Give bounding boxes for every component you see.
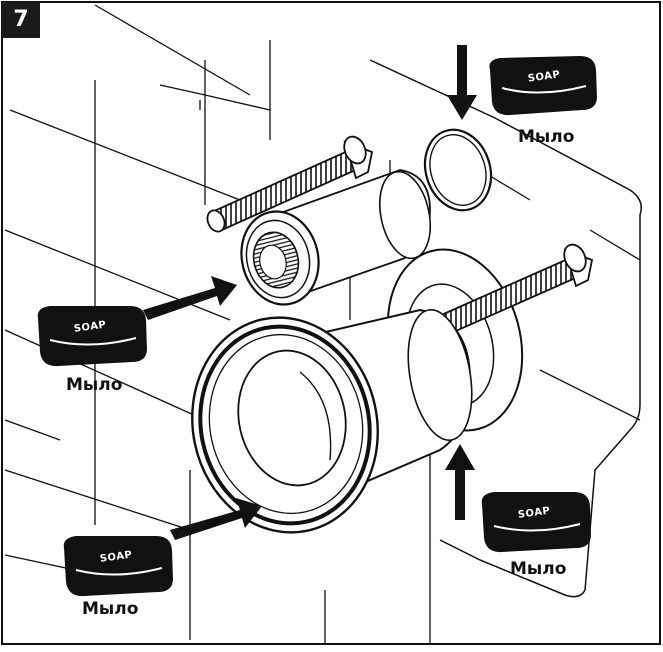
wall-plate-outline: [369, 59, 642, 598]
svg-text:SOAP: SOAP: [527, 69, 561, 84]
push-arrow-icon: [447, 45, 477, 120]
threaded-sleeve: [240, 169, 431, 306]
push-arrow-icon: [445, 444, 475, 520]
soap-callout-top-right: SOAP Мыло: [489, 56, 597, 147]
soap-bar-icon: SOAP: [489, 56, 597, 116]
soap-label: Мыло: [518, 127, 574, 147]
soap-label: Мыло: [510, 559, 566, 579]
soap-callout-bottom-left: SOAP Мыло: [63, 536, 173, 619]
main-pipe: [191, 308, 473, 534]
push-arrow-icon: [143, 276, 237, 320]
step-number-badge: 7: [2, 2, 40, 38]
soap-callout-left-middle: SOAP Мыло: [37, 306, 147, 395]
upper-screw: [206, 135, 374, 233]
push-arrow-icon: [170, 498, 262, 540]
soap-bar-icon: SOAP: [37, 306, 147, 367]
soap-bar-icon: SOAP: [63, 536, 173, 597]
soap-label: Мыло: [82, 599, 138, 619]
soap-callout-bottom-right: SOAP Мыло: [481, 492, 591, 579]
soap-label: Мыло: [66, 375, 122, 395]
tile-grid: [4, 4, 641, 645]
svg-text:SOAP: SOAP: [99, 549, 133, 564]
soap-bar-icon: SOAP: [481, 492, 591, 553]
svg-text:SOAP: SOAP: [73, 319, 107, 334]
svg-text:SOAP: SOAP: [517, 505, 551, 520]
sealing-ring: [423, 128, 493, 212]
